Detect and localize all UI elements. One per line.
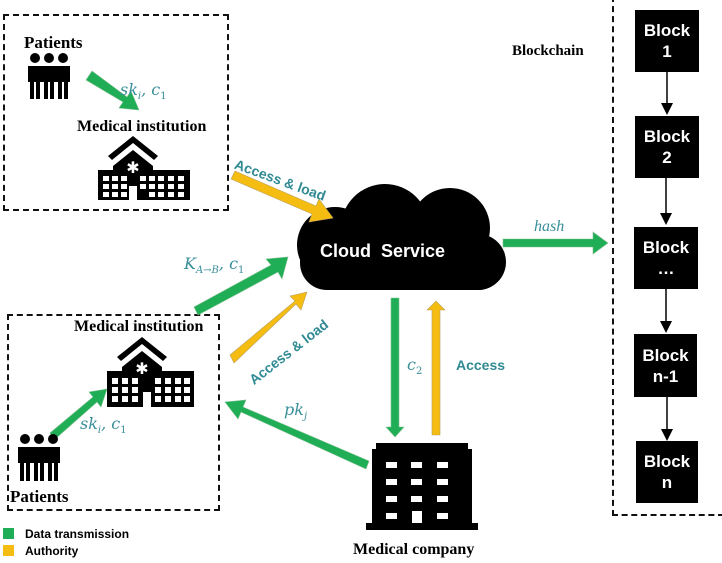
- edge-label-main: sk: [120, 80, 138, 99]
- arrow-c2-down: [385, 297, 405, 438]
- block-2-index: 2: [662, 148, 672, 167]
- block-1: Block 1: [635, 10, 699, 72]
- k-label: KA→B, c1: [184, 254, 244, 276]
- legend-swatch-authority: [3, 545, 14, 556]
- blockchain-box: [612, 0, 722, 516]
- block-n-minus-1-title: Block: [642, 345, 689, 365]
- cloud-service-label: Cloud Service: [320, 241, 446, 261]
- access-label: Access: [456, 357, 506, 373]
- c2-label: c2: [407, 355, 422, 377]
- company-label: Medical company: [353, 541, 475, 558]
- edge-label-sub2: 1: [120, 425, 127, 437]
- block-n-minus-1-index: n-1: [652, 366, 679, 386]
- arrow-patients-to-institution-top: [85, 70, 140, 111]
- edge-label-sub: i: [97, 425, 102, 437]
- k-label-main: K: [184, 254, 196, 273]
- top-left-group-box: [3, 14, 229, 211]
- company-building-icon: [366, 443, 478, 530]
- block-2: Block 2: [635, 116, 699, 178]
- blockchain-title: Blockchain: [512, 43, 584, 59]
- edge-label-main: sk: [80, 414, 98, 433]
- patients-icon-bottom: [18, 434, 60, 481]
- block-connectors: [660, 72, 673, 441]
- edge-label-rest: , c: [101, 414, 121, 433]
- pk-label-main: pk: [284, 400, 304, 419]
- block-ellipsis-index: …: [657, 259, 675, 278]
- edge-label-sub2: 1: [160, 91, 167, 103]
- hospital-icon-top: ✱: [98, 136, 190, 200]
- block-1-title: Block: [643, 21, 691, 40]
- hash-label: hash: [534, 218, 565, 235]
- arrow-hash: [502, 231, 609, 255]
- block-ellipsis: Block …: [634, 227, 698, 289]
- c2-label-main: c: [407, 355, 416, 374]
- institution-label-top: Medical institution: [77, 118, 207, 135]
- cloud-shape: [297, 184, 506, 290]
- block-2-title: Block: [643, 127, 691, 146]
- hospital-icon-bottom: ✱: [107, 337, 194, 407]
- arrow-patients-to-institution-bottom: [49, 388, 108, 441]
- edge-label-rest: , c: [141, 80, 161, 99]
- institution-label-bottom: Medical institution: [74, 318, 204, 335]
- edge-label-ski-c1-top: ski, c1: [120, 80, 167, 102]
- svg-text:✱: ✱: [126, 158, 139, 177]
- k-label-rest: , c: [218, 254, 239, 273]
- arrow-k-to-cloud: [193, 256, 289, 316]
- k-label-sub2: 1: [238, 265, 245, 277]
- legend-label-authority: Authority: [25, 544, 79, 558]
- block-ellipsis-title: Block: [642, 238, 690, 257]
- patients-icon-top: [28, 53, 70, 99]
- arrow-access-up: [426, 300, 446, 436]
- edge-label-sub: i: [137, 91, 142, 103]
- block-n-title: Block: [643, 452, 691, 471]
- arrow-access-load-top: [230, 170, 334, 223]
- svg-text:✱: ✱: [135, 359, 148, 378]
- edge-label-ski-c1-bottom: ski, c1: [80, 414, 127, 436]
- c2-label-sub: 2: [415, 366, 423, 378]
- pk-label: pkj: [284, 400, 307, 422]
- patients-label-bottom: Patients: [10, 487, 69, 506]
- bottom-left-group-box: [7, 314, 220, 511]
- block-n-minus-1: Block n-1: [634, 334, 697, 397]
- block-n-index: n: [661, 473, 673, 492]
- legend-swatch-data-transmission: [3, 528, 14, 539]
- k-label-sub: A→B: [195, 265, 219, 277]
- patients-label-top: Patients: [24, 33, 83, 52]
- block-n: Block n: [636, 441, 698, 503]
- pk-label-sub: j: [303, 411, 308, 423]
- legend-label-data-transmission: Data transmission: [25, 527, 130, 541]
- arrow-access-load-bottom: [229, 291, 308, 364]
- arrow-pk: [224, 399, 370, 470]
- block-1-index: 1: [662, 42, 672, 61]
